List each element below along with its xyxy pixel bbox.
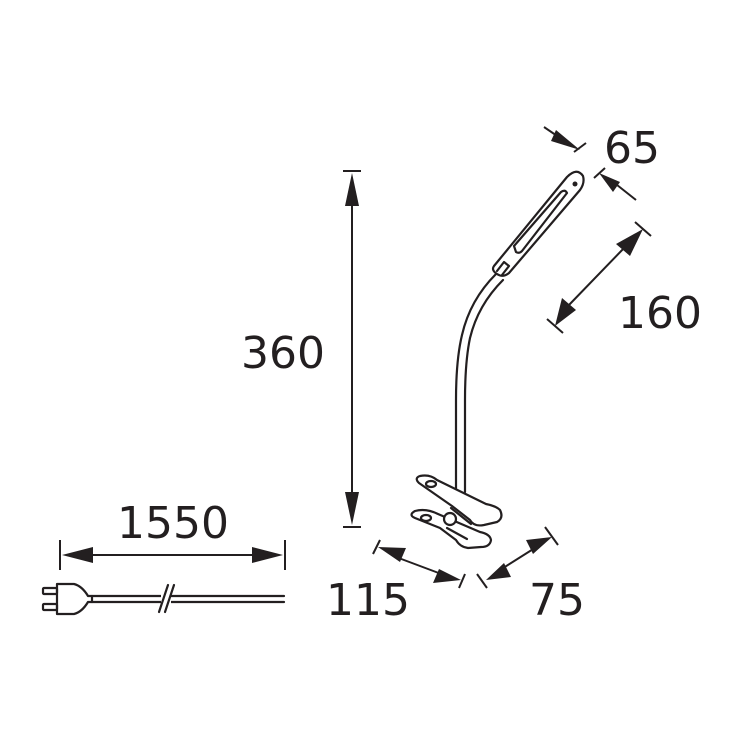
- clamp-length-dimension: 115: [326, 539, 466, 626]
- head-width-label: 65: [604, 123, 660, 174]
- clamp-length-label: 115: [326, 575, 410, 626]
- clamp-width-dimension: 75: [476, 526, 585, 626]
- cable: [90, 583, 286, 614]
- height-dimension: 360: [241, 170, 361, 528]
- height-label: 360: [241, 328, 325, 379]
- lamp-head: [491, 170, 585, 277]
- power-plug: [41, 582, 94, 616]
- head-length-label: 160: [618, 288, 702, 339]
- clamp: [410, 474, 503, 550]
- gooseneck: [454, 272, 505, 494]
- cable-length-dimension: 1550: [59, 498, 286, 570]
- clamp-width-label: 75: [529, 575, 585, 626]
- cable-length-label: 1550: [117, 498, 229, 549]
- head-length-dimension: 160: [546, 221, 702, 339]
- head-width-dimension: 65: [543, 123, 660, 201]
